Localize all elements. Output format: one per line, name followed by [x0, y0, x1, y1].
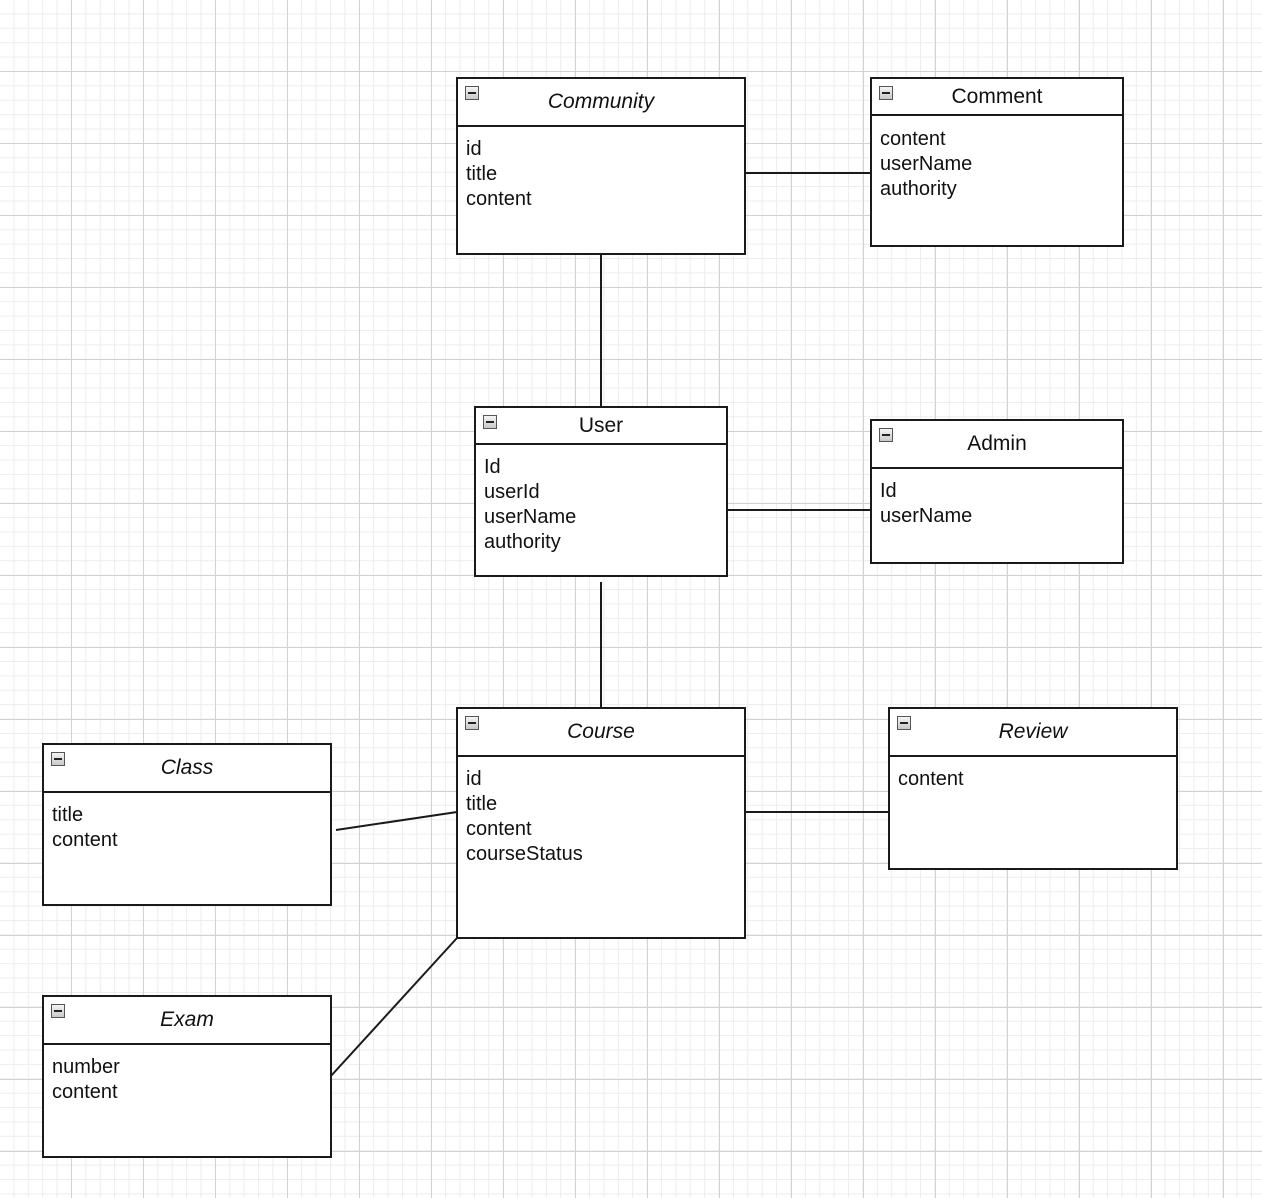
entity-attributes: Id userId userName authority: [476, 445, 726, 575]
entity-course[interactable]: Course id title content courseStatus: [456, 707, 746, 939]
entity-attributes: id title content: [458, 127, 744, 253]
connector-course-class[interactable]: [335, 811, 458, 831]
entity-attribute: Id: [484, 456, 501, 478]
entity-title: Review: [998, 720, 1068, 743]
collapse-icon[interactable]: [483, 415, 497, 429]
collapse-icon[interactable]: [897, 716, 911, 730]
entity-attribute: userName: [880, 505, 973, 527]
collapse-icon[interactable]: [51, 752, 65, 766]
collapse-icon[interactable]: [879, 86, 893, 100]
entity-attribute: content: [52, 829, 118, 851]
entity-title: Class: [160, 756, 214, 779]
entity-admin[interactable]: Admin Id userName: [870, 419, 1124, 564]
entity-attribute: content: [52, 1081, 118, 1103]
entity-attribute: authority: [484, 531, 561, 553]
entity-header[interactable]: Admin: [872, 421, 1122, 469]
entity-comment[interactable]: Comment content userName authority: [870, 77, 1124, 247]
entity-title: Course: [567, 720, 635, 743]
entity-attribute: content: [466, 188, 532, 210]
entity-attributes: content: [890, 757, 1176, 868]
entity-attribute: title: [466, 163, 498, 185]
entity-attribute: title: [52, 804, 84, 826]
entity-exam[interactable]: Exam number content: [42, 995, 332, 1158]
entity-title: Admin: [967, 432, 1027, 455]
collapse-icon[interactable]: [465, 86, 479, 100]
entity-attributes: Id userName: [872, 469, 1122, 562]
entity-review[interactable]: Review content: [888, 707, 1178, 870]
collapse-icon[interactable]: [879, 428, 893, 442]
entity-attribute: id: [466, 768, 482, 790]
entity-community[interactable]: Community id title content: [456, 77, 746, 255]
collapse-icon[interactable]: [51, 1004, 65, 1018]
entity-attribute: id: [466, 138, 482, 160]
entity-attribute: userName: [880, 153, 973, 175]
entity-attribute: content: [898, 768, 964, 790]
entity-attribute: content: [880, 128, 946, 150]
entity-attributes: content userName authority: [872, 116, 1122, 245]
connector-course-exam[interactable]: [329, 937, 458, 1078]
entity-title: User: [578, 413, 624, 437]
entity-attributes: number content: [44, 1045, 330, 1156]
entity-attribute: title: [466, 793, 498, 815]
entity-attribute: courseStatus: [466, 843, 583, 865]
entity-title: Comment: [951, 84, 1043, 108]
entity-title: Exam: [160, 1008, 214, 1031]
entity-attribute: userId: [484, 481, 540, 503]
entity-title: Community: [547, 90, 655, 113]
entity-header[interactable]: User: [476, 408, 726, 445]
entity-attribute: userName: [484, 506, 577, 528]
collapse-icon[interactable]: [465, 716, 479, 730]
entity-header[interactable]: Course: [458, 709, 744, 757]
entity-header[interactable]: Exam: [44, 997, 330, 1045]
entity-attributes: title content: [44, 793, 330, 904]
entity-attribute: authority: [880, 178, 957, 200]
entity-header[interactable]: Class: [44, 745, 330, 793]
entity-header[interactable]: Review: [890, 709, 1176, 757]
entity-attribute: number: [52, 1056, 120, 1078]
entity-class[interactable]: Class title content: [42, 743, 332, 906]
entity-user[interactable]: User Id userId userName authority: [474, 406, 728, 577]
entity-header[interactable]: Community: [458, 79, 744, 127]
entity-attribute: content: [466, 818, 532, 840]
entity-attributes: id title content courseStatus: [458, 757, 744, 937]
entity-attribute: Id: [880, 480, 897, 502]
entity-header[interactable]: Comment: [872, 79, 1122, 116]
